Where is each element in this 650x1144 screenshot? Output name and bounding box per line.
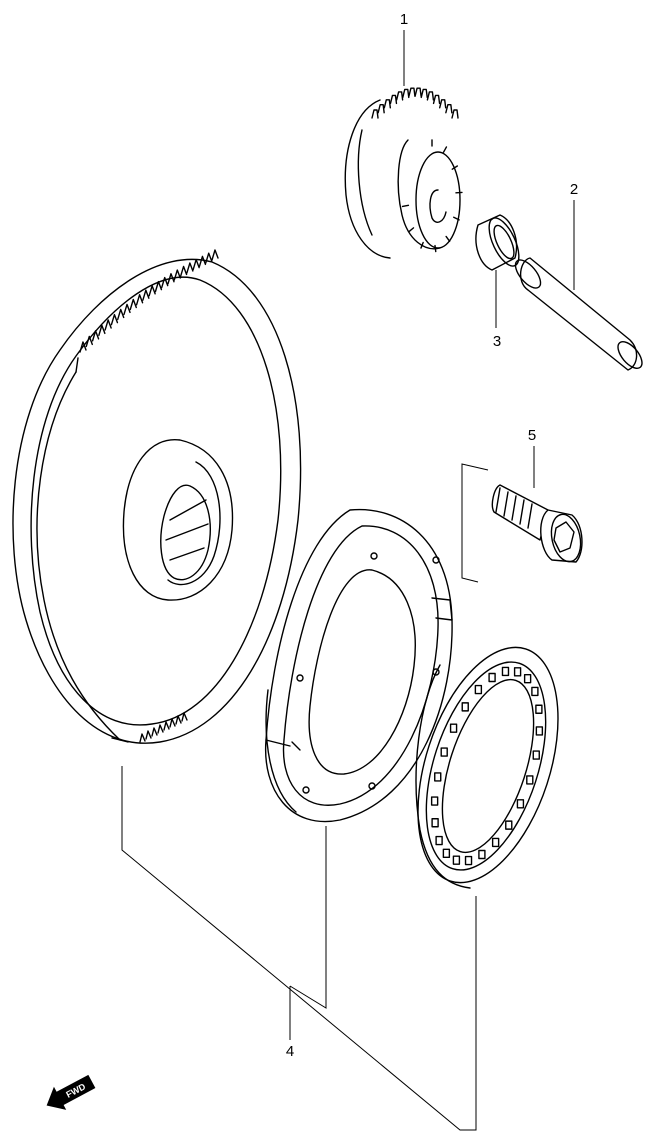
ring-gear-teeth — [79, 249, 219, 353]
forward-direction-arrow-icon: FWD — [46, 1074, 96, 1110]
bolt-guide-line — [461, 463, 489, 583]
part-4-one-way-clutch — [415, 646, 559, 889]
gear-teeth — [371, 87, 459, 119]
pinion-teeth — [401, 139, 463, 253]
part-4-clutch-flange — [264, 508, 453, 823]
ring-gear-teeth-lower — [139, 712, 188, 743]
leader-lines — [121, 30, 575, 1131]
part-2-shaft — [514, 257, 643, 371]
part-3-bushing — [475, 214, 520, 271]
clutch-rollers — [430, 666, 544, 866]
bolt-threads — [495, 487, 533, 529]
callout-labels: 1 2 3 4 5 — [286, 11, 578, 1060]
callout-1: 1 — [400, 11, 408, 28]
callout-3: 3 — [493, 333, 501, 350]
callout-2: 2 — [570, 181, 578, 198]
callout-4: 4 — [286, 1043, 294, 1060]
part-4-starter-driven-gear — [12, 249, 302, 744]
part-5-bolt — [491, 484, 583, 563]
callout-5: 5 — [528, 427, 536, 444]
part-1-idle-gear — [344, 87, 463, 259]
